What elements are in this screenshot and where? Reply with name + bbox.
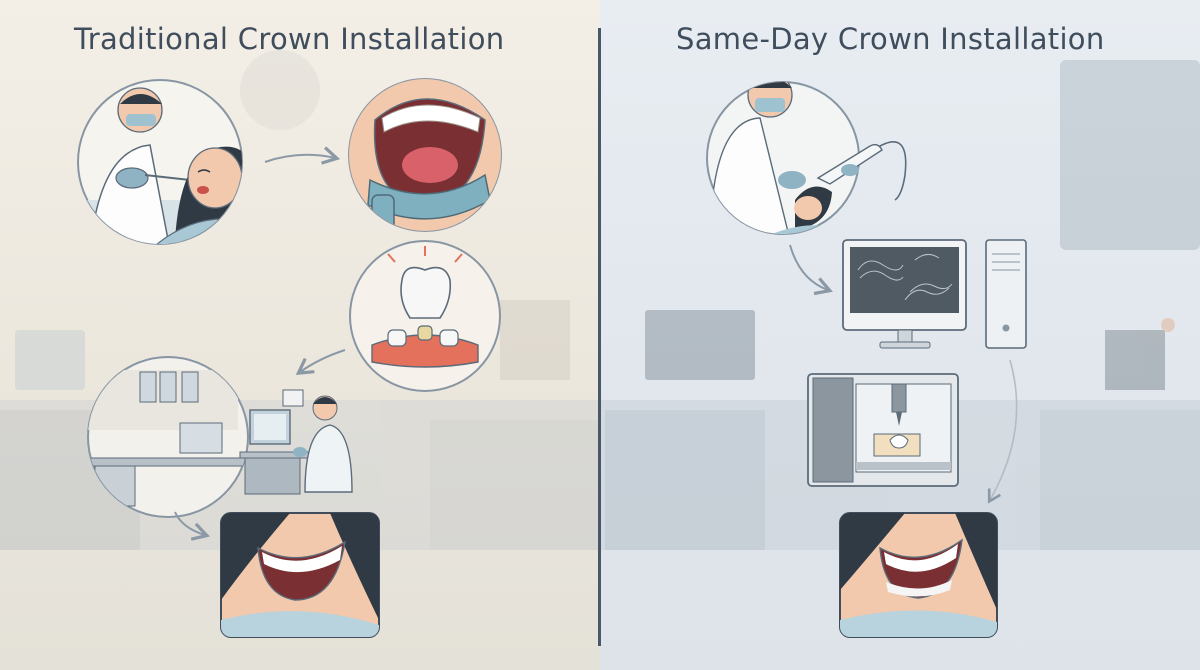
- same-day-title: Same-Day Crown Installation: [676, 22, 1105, 56]
- arrow-step4-to-step5: [174, 511, 210, 541]
- dentist-exam-icon: [77, 79, 243, 245]
- arrow-design-to-result: [987, 359, 1018, 504]
- arrow-scan-to-design: [789, 244, 833, 296]
- intraoral-scan-icon: [706, 81, 907, 235]
- milling-machine-icon: [807, 373, 959, 487]
- panel-divider: [598, 28, 601, 646]
- dental-lab-technician-icon: [87, 356, 353, 518]
- arrow-step3-to-step4: [295, 349, 346, 375]
- smiling-patient-icon: [220, 512, 380, 638]
- temporary-crown-icon: [349, 240, 501, 392]
- smiling-patient-icon: [839, 512, 998, 638]
- impression-tray-icon: [348, 78, 502, 232]
- traditional-title: Traditional Crown Installation: [74, 22, 505, 56]
- cad-design-monitor-icon: [842, 239, 1027, 349]
- arrow-step1-to-step2: [264, 146, 341, 165]
